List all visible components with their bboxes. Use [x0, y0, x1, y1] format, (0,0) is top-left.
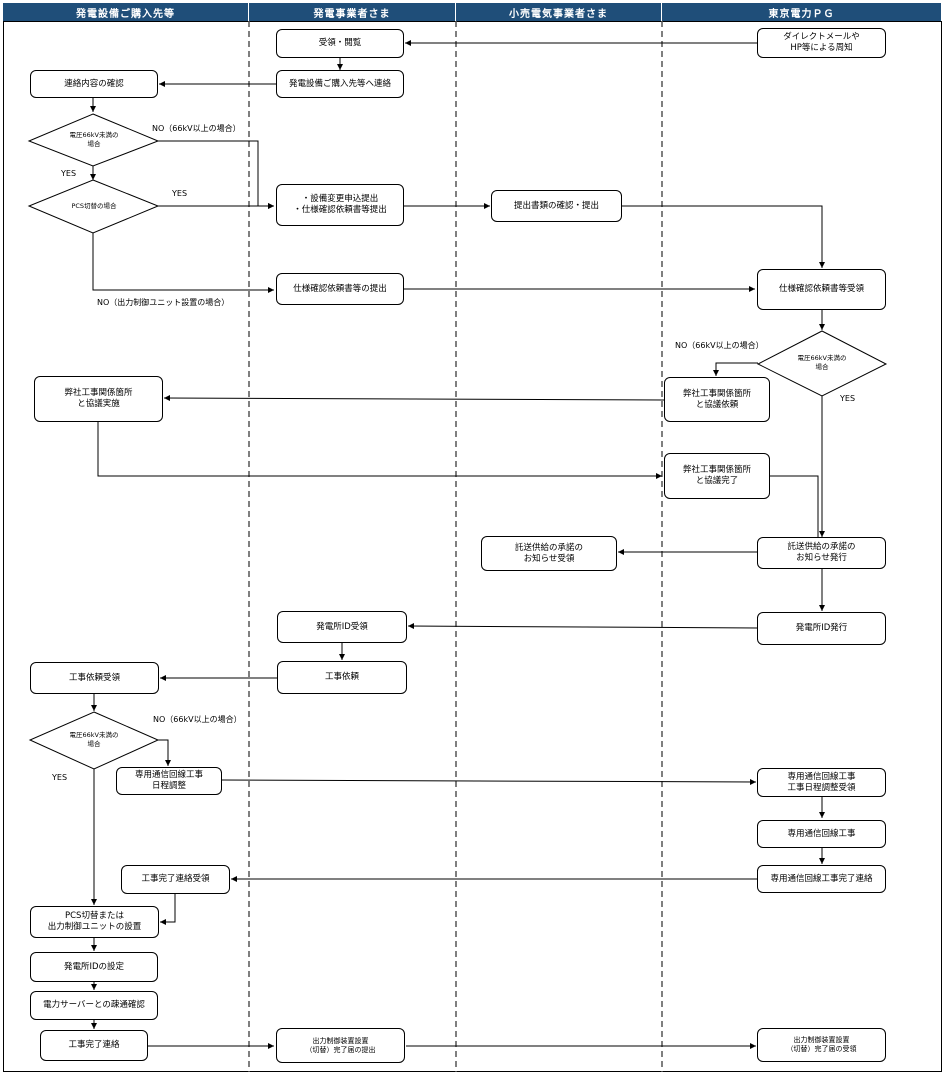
node-renraku-sakimade: 発電設備ご購入先等へ連絡 [276, 70, 404, 98]
edge-label-no-unit: NO（出力制御ユニット設置の場合） [97, 298, 230, 307]
lane-header-generator: 発電事業者さま [249, 3, 456, 21]
node-sotsu-kakunin: 電力サーバーとの疎通確認 [30, 991, 158, 1020]
edge-label-no-66kv-b: NO（66kV以上の場合） [675, 341, 764, 350]
node-shiyo-juryo: 仕様確認依頼書等受領 [757, 269, 886, 310]
node-uketori: 受領・閲覧 [276, 29, 404, 58]
edge-label-no-66kv-c: NO（66kV以上の場合） [153, 715, 242, 724]
edge-label-yes-a: YES [61, 169, 77, 178]
node-oshirase-juryo: 託送供給の承諾の お知らせ受領 [481, 536, 617, 571]
decision-d4-text: 電圧66kV未満の 場合 [69, 731, 119, 748]
node-seigyo-juryo: 出力制御装置設置 （切替）完了届の受領 [757, 1028, 886, 1062]
node-koji-irai: 工事依頼 [277, 661, 407, 694]
lane-header-retailer: 小売電気事業者さま [456, 3, 662, 21]
decision-d4 [28, 711, 160, 770]
node-tsushin-kanryo-renraku: 専用通信回線工事完了連絡 [757, 865, 886, 893]
node-id-juryo: 発電所ID受領 [277, 611, 407, 643]
node-kyogi-irai: 弊社工事関係箇所 と協議依頼 [664, 377, 770, 422]
decision-d2-text: PCS切替の場合 [71, 202, 117, 210]
node-kyogi-jisshi: 弊社工事関係箇所 と協議実施 [34, 376, 163, 422]
edge-label-yes-d: YES [52, 773, 68, 782]
node-kanryo-juryo: 工事完了連絡受領 [121, 865, 230, 894]
edge-label-yes-c: YES [840, 394, 856, 403]
node-koji-irai-juryo: 工事依頼受領 [30, 662, 159, 694]
lane-header-purchaser: 発電設備ご購入先等 [3, 3, 249, 21]
node-oshirase-hakko: 託送供給の承諾の お知らせ発行 [757, 537, 886, 569]
node-teishutsu-kakunin: 提出書類の確認・提出 [491, 190, 622, 222]
decision-d3-text: 電圧66kV未満の 場合 [797, 354, 847, 371]
node-id-hakko: 発電所ID発行 [757, 612, 886, 645]
decision-d2 [27, 179, 160, 234]
node-tsushin-koji: 専用通信回線工事 [757, 820, 886, 848]
node-setsubi-henko: ・設備変更申込提出 ・仕様確認依頼書等提出 [276, 184, 404, 226]
lane-header-tepco-pg: 東京電力ＰＧ [662, 3, 942, 21]
node-id-settei: 発電所IDの設定 [30, 952, 158, 982]
edge-label-no-66kv-a: NO（66kV以上の場合） [152, 124, 241, 133]
node-shiyo-teishutsu: 仕様確認依頼書等の提出 [276, 273, 404, 305]
node-dm: ダイレクトメールや HP等による周知 [757, 28, 886, 58]
node-kyogi-kanryo: 弊社工事関係箇所 と協議完了 [664, 453, 770, 499]
decision-d1 [27, 113, 160, 167]
node-tsushin-chosei: 専用通信回線工事 日程調整 [116, 767, 222, 795]
decision-d1-text: 電圧66kV未満の 場合 [69, 131, 119, 148]
node-renraku-kakunin: 連絡内容の確認 [30, 70, 158, 98]
node-seigyo-teishutsu: 出力制御装置設置 （切替）完了届の提出 [276, 1028, 405, 1063]
decision-d3 [756, 330, 888, 397]
node-tsushin-chosei-juryo: 専用通信回線工事 工事日程調整受領 [757, 768, 886, 797]
node-koji-kanryo-renraku: 工事完了連絡 [40, 1030, 148, 1061]
node-pcs-setchi: PCS切替または 出力制御ユニットの設置 [30, 906, 159, 938]
edge-label-yes-b: YES [172, 189, 188, 198]
